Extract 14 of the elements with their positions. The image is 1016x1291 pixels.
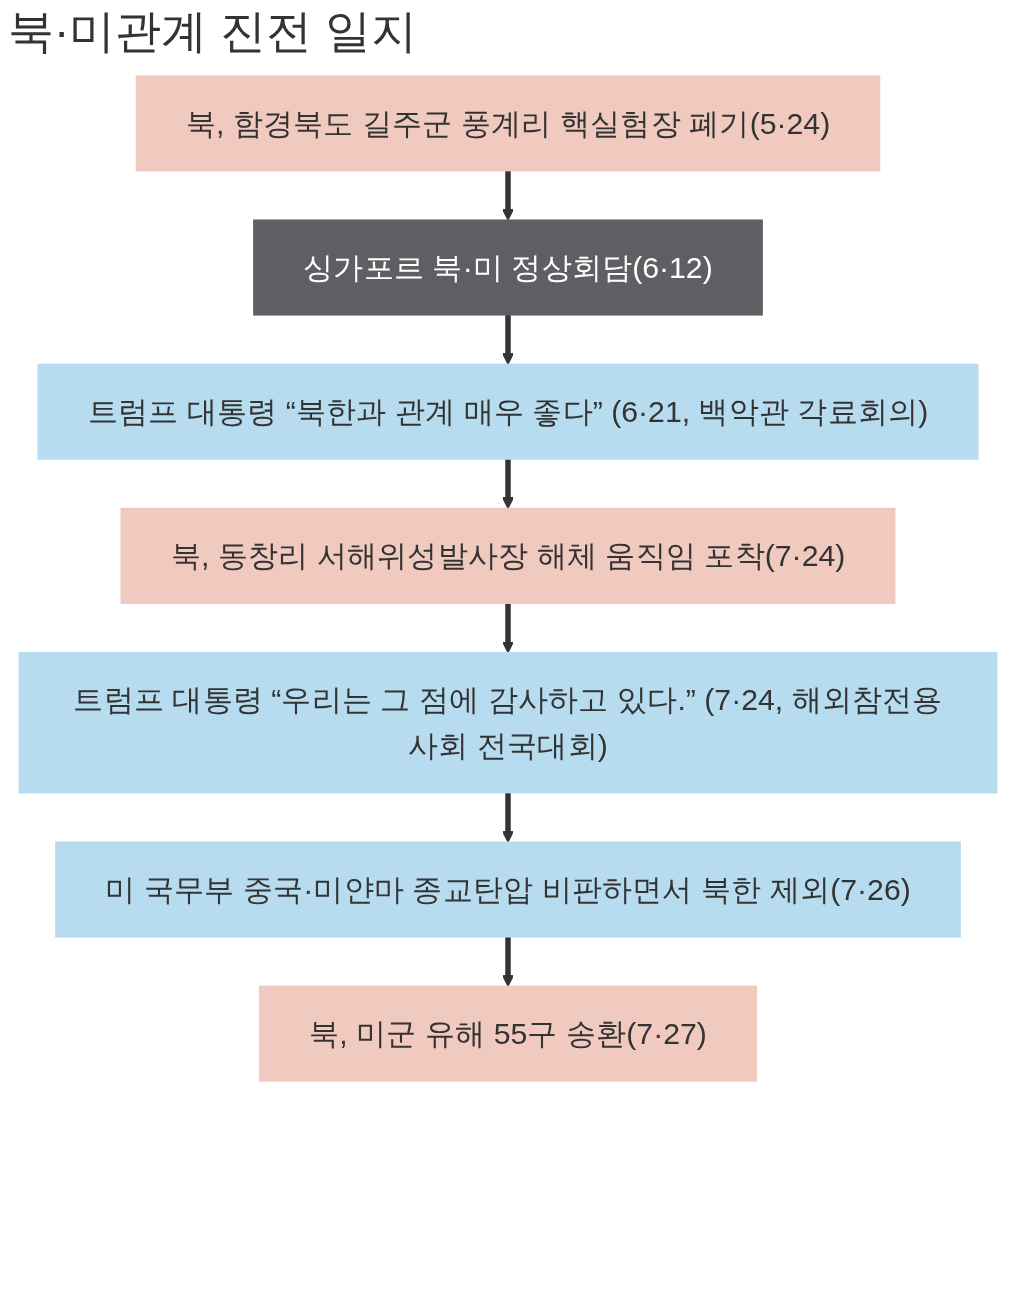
event-box: 북, 함경북도 길주군 풍계리 핵실험장 폐기(5·24) bbox=[135, 74, 881, 171]
arrow bbox=[501, 170, 515, 221]
arrow bbox=[501, 458, 515, 509]
event-box: 트럼프 대통령 “우리는 그 점에 감사하고 있다.” (7·24, 해외참전용사회 전국대회) bbox=[18, 651, 998, 793]
arrow bbox=[501, 602, 515, 653]
event-box: 트럼프 대통령 “북한과 관계 매우 좋다” (6·21, 백악관 각료회의) bbox=[37, 363, 979, 460]
event-box: 미 국무부 중국·미얀마 종교탄압 비판하면서 북한 제외(7·26) bbox=[55, 841, 961, 938]
event-box: 싱가포르 북·미 정상회담(6·12) bbox=[253, 219, 763, 316]
arrow bbox=[501, 792, 515, 843]
arrow bbox=[501, 314, 515, 365]
diagram-title: 북·미관계 진전 일지 bbox=[8, 6, 417, 57]
event-box: 북, 미군 유해 55구 송환(7·27) bbox=[259, 985, 757, 1082]
event-box: 북, 동창리 서해위성발사장 해체 움직임 포착(7·24) bbox=[120, 507, 896, 604]
arrow bbox=[501, 936, 515, 987]
